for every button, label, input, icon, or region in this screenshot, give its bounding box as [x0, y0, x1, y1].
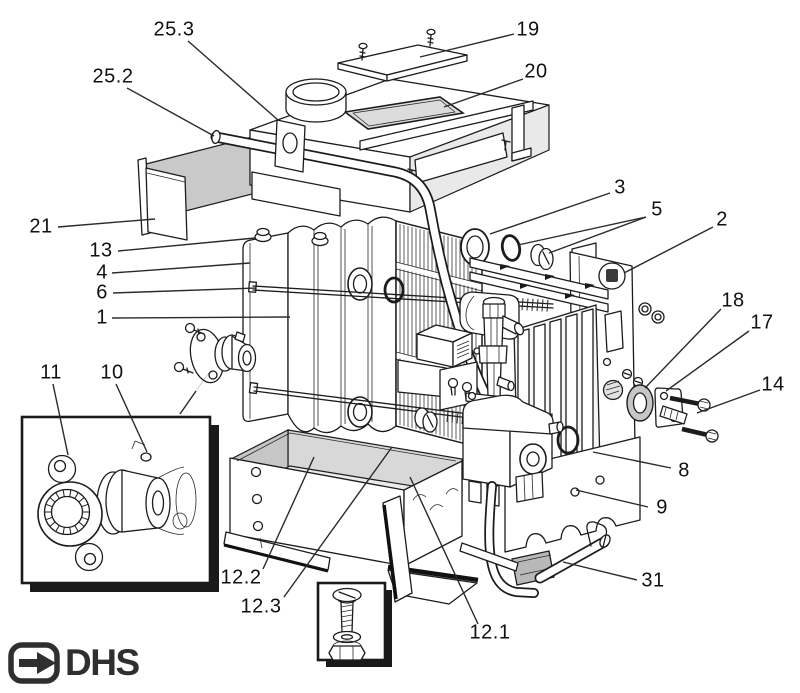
part-label-11: 11 — [40, 361, 62, 384]
inset-bolt-detail — [316, 581, 392, 667]
leader-line-3 — [489, 192, 611, 235]
leader-line-1 — [111, 316, 291, 319]
part-label-10: 10 — [100, 361, 124, 384]
base-tray — [223, 429, 479, 605]
gas-valve-block — [462, 394, 564, 507]
leader-line-31 — [562, 561, 638, 581]
part-label-12.3: 12.3 — [240, 595, 282, 618]
part-label-25.3: 25.3 — [153, 18, 195, 41]
leader-line-13 — [117, 237, 256, 252]
solenoid-box — [416, 324, 481, 368]
leader-line-12.3 — [283, 446, 393, 598]
hanger-bracket — [274, 119, 306, 173]
dhs-logo-arrow-icon — [8, 642, 60, 684]
dhs-logo-text: DHS — [65, 642, 140, 683]
leader-line-4 — [111, 262, 251, 274]
part-label-12.1: 12.1 — [469, 621, 511, 644]
part-label-2: 2 — [716, 208, 728, 231]
right-hardware — [621, 302, 719, 443]
burner-tube-group — [459, 481, 611, 598]
screw-icon — [358, 28, 436, 61]
bolt-14 — [669, 395, 719, 443]
flange-screw-icon — [173, 322, 205, 374]
leader-line-10 — [115, 383, 148, 453]
leader-line-20 — [443, 78, 524, 108]
frame-rails — [469, 257, 609, 313]
leader-line-11 — [52, 383, 69, 456]
tray-front-rail — [223, 531, 331, 573]
tray-corner-bracket — [382, 495, 413, 603]
leader-line-9 — [575, 489, 649, 508]
pump-flange-main — [173, 322, 257, 384]
detail-callout-wedge — [179, 366, 214, 415]
leader-line-14 — [696, 389, 761, 414]
leader-line-17 — [665, 330, 750, 392]
flange-17 — [654, 387, 688, 428]
part-label-19: 19 — [516, 18, 540, 41]
leader-line-25.3 — [187, 40, 279, 121]
leader-line-6 — [112, 287, 257, 294]
part-label-13: 13 — [89, 239, 113, 262]
part-label-1: 1 — [96, 306, 108, 329]
part-label-9: 9 — [656, 496, 668, 519]
leader-line-19 — [419, 33, 515, 58]
part-label-31: 31 — [641, 569, 665, 592]
part-label-21: 21 — [29, 215, 53, 238]
leader-lines — [52, 33, 761, 625]
part-label-12.2: 12.2 — [220, 566, 262, 589]
nut-icon — [621, 302, 665, 388]
dhs-logo: DHS — [8, 642, 140, 684]
part-label-20: 20 — [524, 60, 548, 83]
leader-line-8 — [592, 451, 672, 469]
vent-cap-13 — [254, 227, 329, 247]
leader-line-18 — [644, 308, 722, 389]
inset-flange-detail — [20, 415, 219, 592]
leader-line-21 — [57, 218, 156, 228]
port-bosses — [347, 228, 490, 428]
leader-line-12.1 — [409, 476, 479, 625]
leader-line-5 — [517, 216, 647, 246]
part-label-25.2: 25.2 — [92, 65, 134, 88]
leader-line-5 — [548, 216, 647, 254]
part-label-18: 18 — [721, 289, 745, 312]
leader-line-12.2 — [262, 456, 315, 570]
part-label-14: 14 — [761, 373, 785, 396]
part-label-5: 5 — [651, 198, 663, 221]
orings-and-nipples — [414, 234, 554, 454]
top-opening-frame-part20 — [342, 96, 466, 130]
flue-collar — [285, 78, 347, 123]
part-label-8: 8 — [678, 459, 690, 482]
part-label-3: 3 — [614, 176, 626, 199]
retaining-clip — [586, 521, 608, 548]
thread-ticks — [44, 489, 90, 535]
part-label-17: 17 — [750, 311, 774, 334]
top-casing-box — [249, 78, 550, 217]
leader-line-25.2 — [126, 87, 215, 137]
hydraulic-valve-stack — [459, 291, 525, 407]
washer-18 — [626, 384, 654, 422]
panel-boss-hole — [606, 269, 618, 282]
part-label-6: 6 — [96, 281, 108, 304]
cover-plate-19 — [337, 28, 468, 82]
leader-line-2 — [623, 226, 714, 274]
part-label-4: 4 — [96, 261, 108, 284]
mounting-rail — [359, 100, 534, 180]
